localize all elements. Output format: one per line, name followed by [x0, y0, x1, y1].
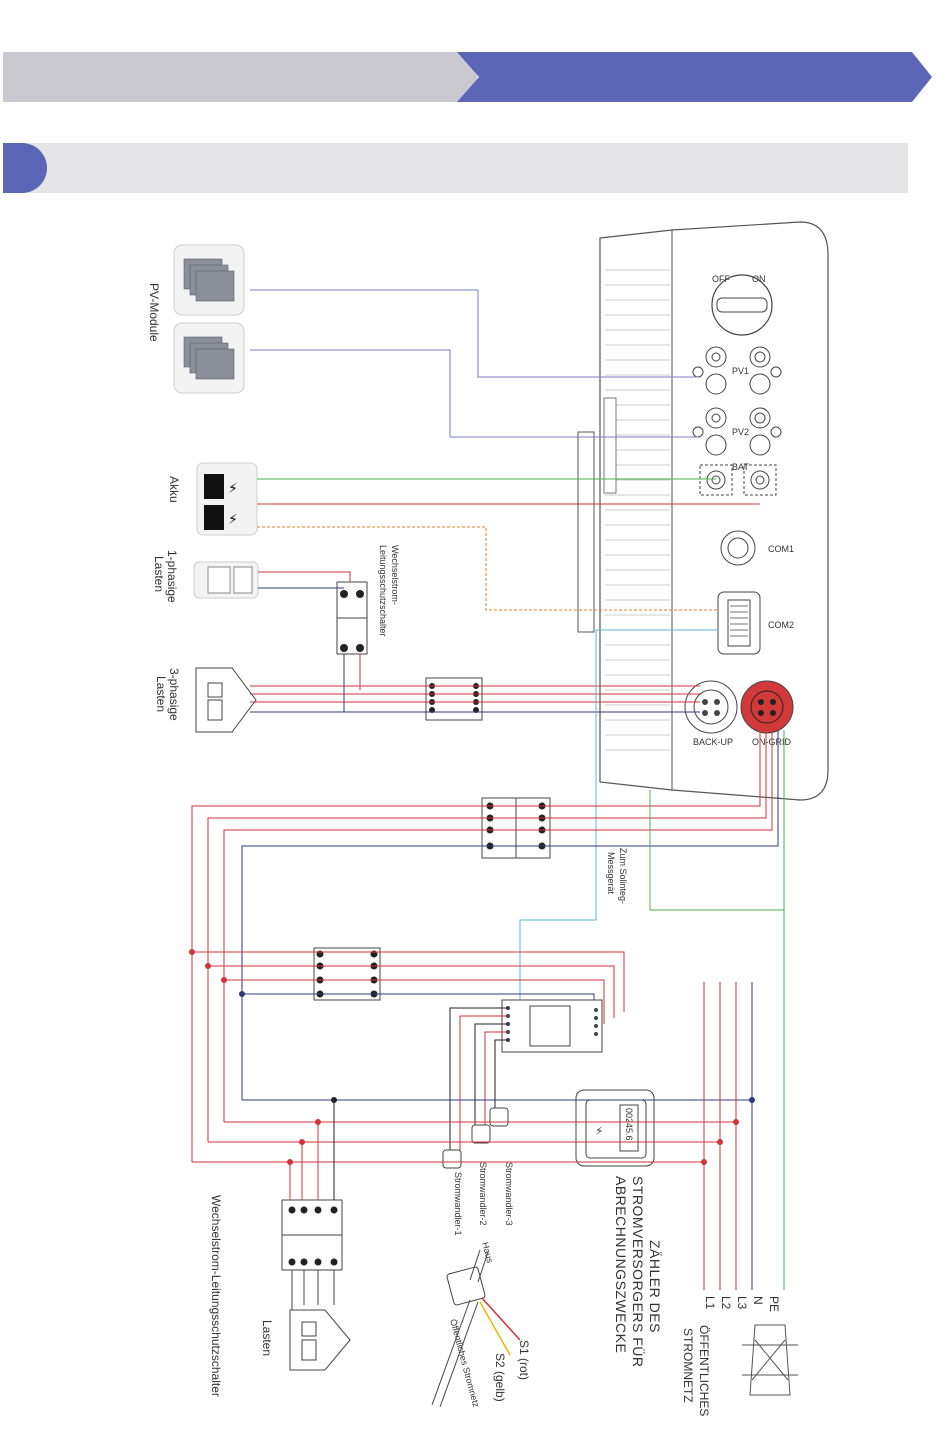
pv-modules-label: PV-Module — [147, 283, 161, 342]
com2-port: COM2 — [717, 591, 794, 655]
ac-breaker-meter — [313, 947, 381, 1001]
backup-port: BACK-UP — [684, 680, 738, 747]
pv2-wire — [250, 349, 698, 438]
header-tab-previous[interactable] — [3, 52, 478, 102]
ac-breaker-backup — [425, 677, 483, 721]
solinteg-meter — [501, 999, 603, 1053]
three-phase-label-2: Lasten — [154, 676, 168, 712]
power-pylon-icon — [742, 1324, 798, 1396]
battery-label: Akku — [167, 476, 181, 503]
section-title-bar — [3, 143, 908, 193]
section-marker — [3, 143, 47, 193]
header-tab-previous-shape — [3, 52, 478, 102]
single-phase-label-1: 1-phasige — [165, 550, 179, 603]
pv2-label: PV2 — [732, 427, 749, 437]
grid-small-label: Öffentliches Stromnetz — [448, 1318, 481, 1409]
switch-off-label: OFF — [712, 274, 730, 284]
grid-l3-label: L3 — [735, 1296, 749, 1310]
grid-l1-label: L1 — [703, 1296, 717, 1310]
svg-text:⚡: ⚡ — [228, 481, 238, 497]
ac-breaker-ongrid — [481, 797, 551, 859]
utility-meter-label-3: ABRECHNUNGSZWECKE — [613, 1176, 629, 1353]
backup-label: BACK-UP — [693, 737, 733, 747]
ct2-label: Stromwandler-2 — [478, 1162, 488, 1226]
ac-breaker-top-label-1: Wechselstrom- — [390, 545, 400, 605]
meter-comm-wire — [519, 629, 718, 1005]
pv-module-1 — [173, 244, 245, 316]
com1-port: COM1 — [720, 530, 794, 566]
public-grid-label-1: ÖFFENTLICHES — [697, 1325, 711, 1416]
single-phase-load — [193, 561, 259, 599]
pv-module-2 — [173, 322, 245, 394]
svg-text:⚡: ⚡ — [595, 1124, 603, 1138]
to-meter-label-1: Zum Solinteg- — [618, 848, 628, 904]
battery-comm-wire — [257, 526, 718, 611]
bat-connector — [699, 464, 777, 496]
pv1-wire — [250, 289, 698, 378]
ac-breaker-loads — [281, 1199, 343, 1271]
ct3-label: Stromwandler-3 — [504, 1162, 514, 1226]
to-meter-label-2: Messgerät — [606, 852, 616, 895]
dc-switch: ON OFF — [711, 274, 773, 336]
ct1-label: Stromwandler-1 — [453, 1172, 463, 1236]
switch-on-label: ON — [752, 274, 766, 284]
s2-label: S2 (gelb) — [493, 1353, 507, 1402]
pv2-connector — [692, 407, 782, 456]
utility-meter: ⚡ 00245.6 — [575, 1089, 655, 1167]
bat-label: BAT — [732, 462, 749, 472]
ac-breaker-bottom-label: Wechselstrom-Leitungsschutzschalter — [209, 1195, 223, 1397]
grid-pe-label: PE — [767, 1296, 781, 1312]
com2-label: COM2 — [768, 620, 794, 630]
public-grid-label-2: STROMNETZ — [681, 1328, 695, 1403]
loads-label: Lasten — [260, 1320, 274, 1356]
three-phase-label-1: 3-phasige — [167, 668, 181, 721]
grid-n-label: N — [751, 1296, 765, 1305]
single-phase-label-2: Lasten — [152, 556, 166, 592]
grid-l2-label: L2 — [719, 1296, 733, 1310]
svg-text:⚡: ⚡ — [228, 512, 238, 528]
pv1-connector — [692, 346, 782, 395]
s1-label: S1 (rot) — [517, 1340, 531, 1380]
meter-reading: 00245.6 — [624, 1108, 634, 1141]
utility-meter-label-2: STROMVERSORGERS FÜR — [630, 1176, 647, 1368]
utility-meter-label-1: ZÄHLER DES — [647, 1240, 663, 1333]
ac-breaker-top-label-2: Leitungsschutzschalter — [378, 545, 388, 637]
battery: ⚡ ⚡ — [196, 462, 258, 536]
loads-house — [289, 1309, 351, 1371]
com1-label: COM1 — [768, 544, 794, 554]
ct-clamp-detail — [431, 1249, 521, 1408]
pv1-label: PV1 — [732, 366, 749, 376]
ac-breaker-top — [336, 581, 368, 655]
inverter — [577, 221, 829, 801]
three-phase-load-house — [195, 667, 257, 733]
current-transformers — [442, 1107, 509, 1169]
header-tab-active[interactable] — [457, 52, 937, 102]
